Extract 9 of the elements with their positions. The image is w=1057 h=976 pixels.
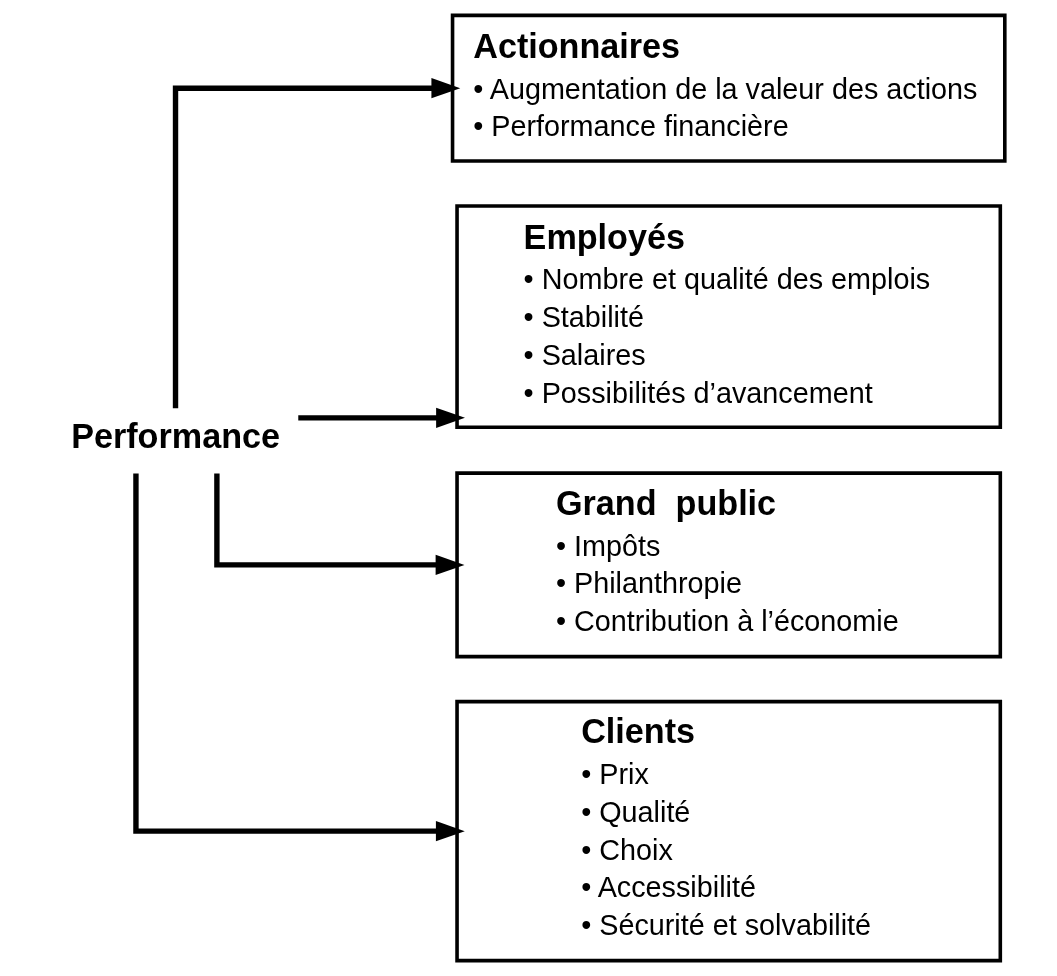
node-text: Performance bbox=[70, 417, 280, 456]
node-box: Actionnaires • Augmentation de la valeur des actions • Performance financière bbox=[450, 13, 1007, 163]
node-box: Grand public • Impôts • Philanthropie • Contribution à l’économie bbox=[454, 471, 1002, 659]
arrow bbox=[297, 407, 465, 428]
arrow bbox=[132, 473, 465, 842]
node-box: Clients • Prix • Qualité • Choix • Accessibilité • Sécurité et solvabilité bbox=[454, 699, 1002, 963]
node-box: Employés • Nombre et qualité des emplois • Stabilité • Salaires • Possibilités d’avancement bbox=[454, 204, 1002, 430]
arrow bbox=[172, 78, 460, 409]
arrow bbox=[213, 473, 464, 575]
